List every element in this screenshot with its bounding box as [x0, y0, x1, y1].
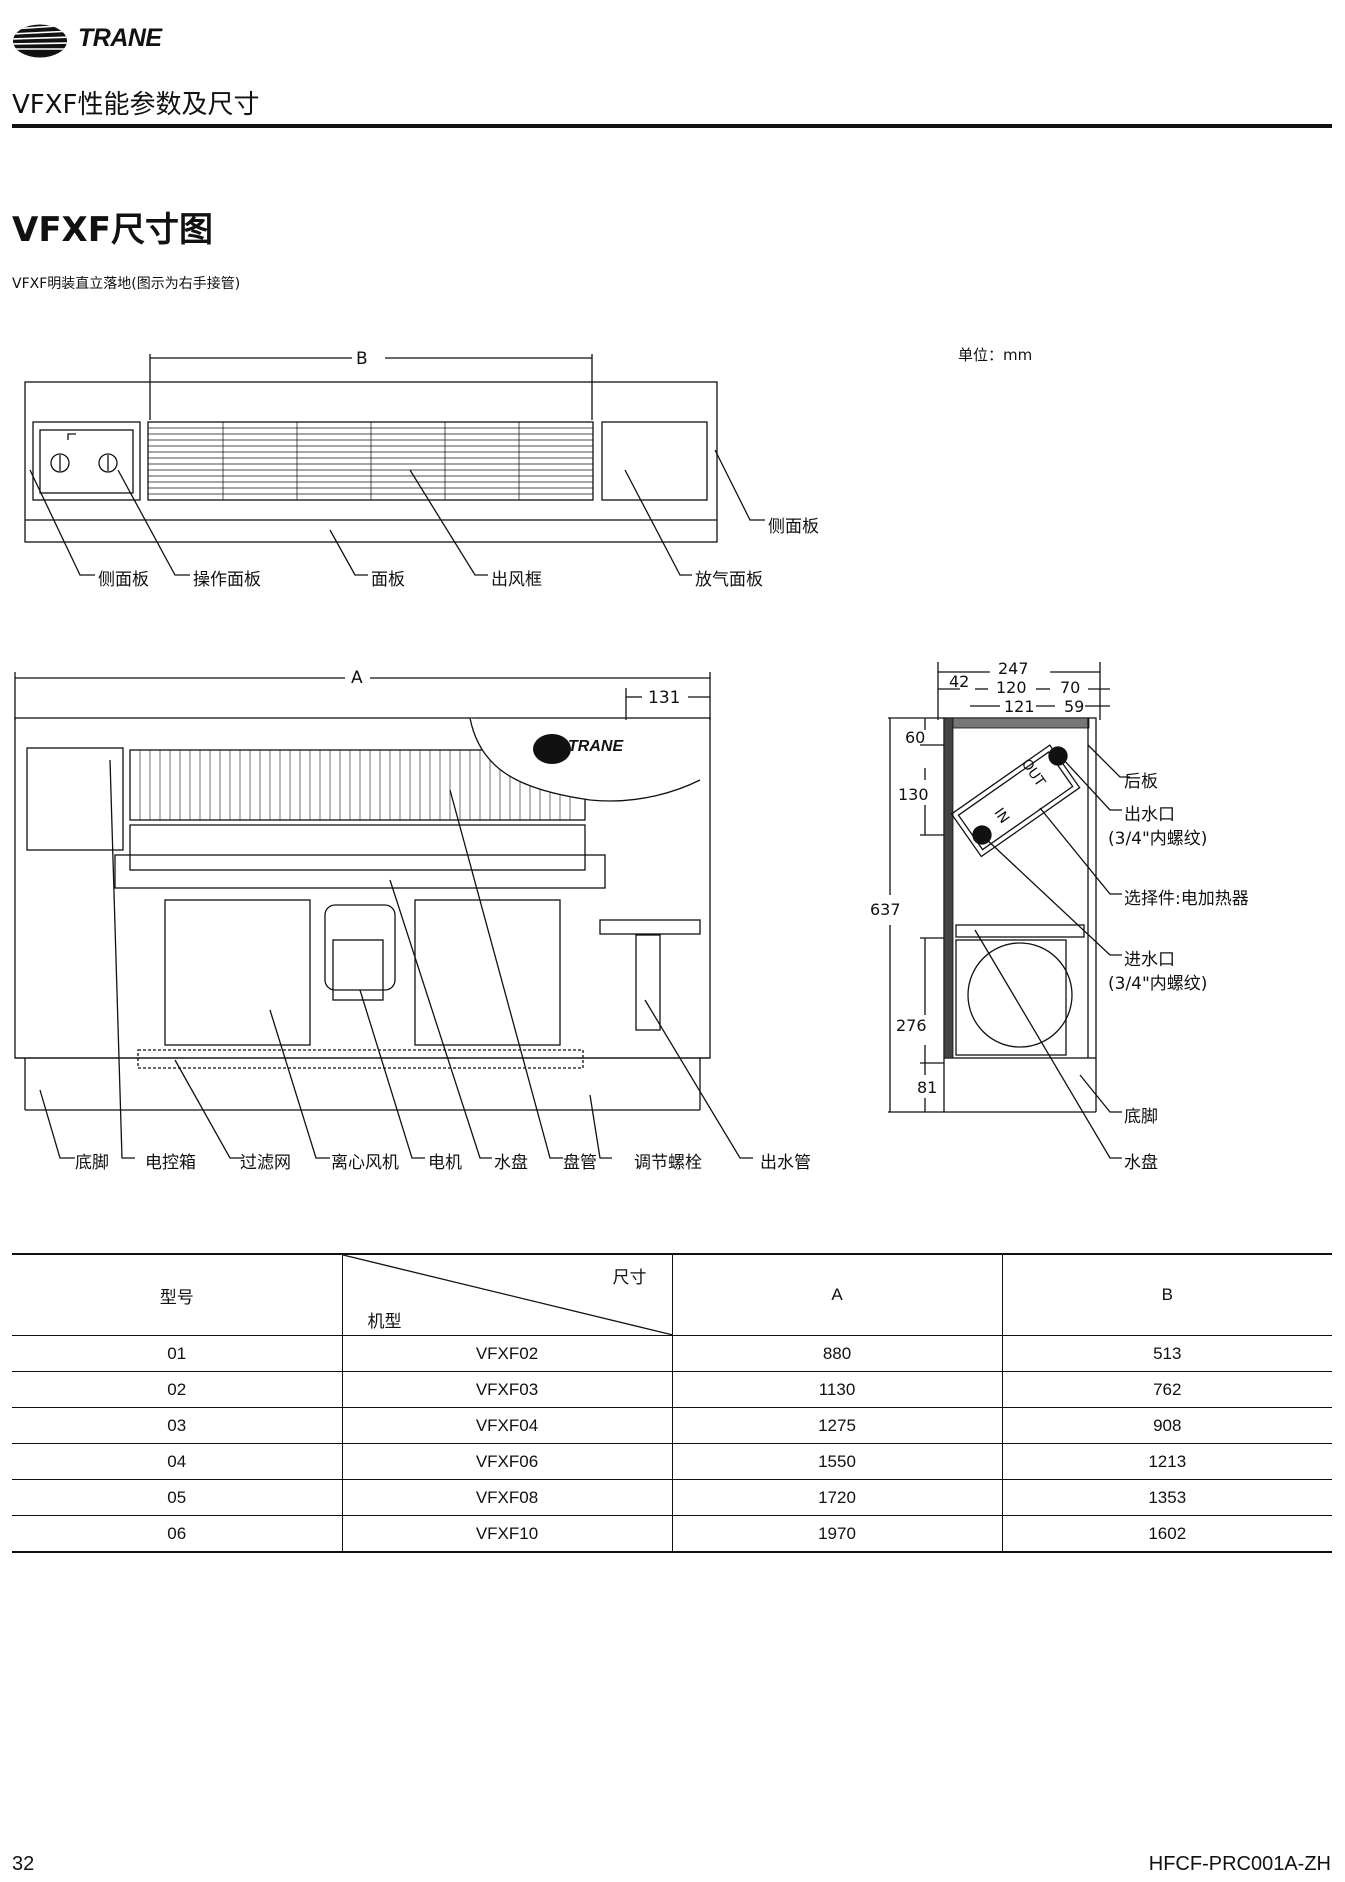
header-model: 机型	[367, 1312, 402, 1331]
cell-b: 1353	[1001, 1479, 1332, 1516]
section-title: VFXF尺寸图	[12, 210, 213, 250]
side-callout-outlet: 出水口	[1124, 805, 1175, 825]
cell-type: 01	[12, 1335, 342, 1372]
table-row: 02 VFXF03 1130 762	[12, 1371, 1332, 1408]
document-code: HFCF-PRC001A-ZH	[1148, 1853, 1331, 1875]
side-dim-276: 276	[896, 1016, 927, 1035]
cell-a: 1550	[671, 1443, 1002, 1480]
cell-a: 1720	[671, 1479, 1002, 1516]
front-callout-air-outlet-frame: 出风框	[491, 570, 542, 590]
interior-callout-drain-pan: 水盘	[494, 1153, 528, 1173]
interior-callout-motor: 电机	[428, 1153, 462, 1173]
side-view-drawing	[888, 662, 1130, 1159]
side-callout-inlet-spec: (3/4"内螺纹)	[1108, 974, 1208, 994]
front-callout-side-panel-right: 侧面板	[768, 517, 819, 537]
front-callout-operation-panel: 操作面板	[193, 570, 261, 590]
side-callout-heater: 选择件:电加热器	[1124, 889, 1249, 909]
table-row: 03 VFXF04 1275 908	[12, 1407, 1332, 1444]
interior-callout-foot: 底脚	[75, 1153, 109, 1173]
side-callout-back-panel: 后板	[1124, 772, 1158, 792]
table-header-row: 型号 尺寸 机型 A B	[12, 1253, 1332, 1336]
interior-callout-control-box: 电控箱	[145, 1153, 196, 1173]
unit-label: 单位：mm	[958, 346, 1033, 364]
dimension-table: 型号 尺寸 机型 A B 01 VFXF02 880 513 02 VFXF03…	[12, 1253, 1332, 1553]
cell-b: 762	[1001, 1371, 1332, 1408]
trane-logo-icon	[13, 24, 67, 58]
subtitle: VFXF明装直立落地(图示为右手接管)	[12, 276, 241, 292]
interior-brand-label: TRANE	[568, 738, 624, 755]
header-col-b: B	[1001, 1253, 1332, 1336]
side-dim-59: 59	[1064, 697, 1085, 716]
cell-b: 1602	[1001, 1515, 1332, 1553]
cell-model: VFXF06	[341, 1443, 672, 1480]
side-dim-120: 120	[996, 678, 1027, 697]
dimension-b-label: B	[356, 349, 368, 369]
cell-b: 513	[1001, 1335, 1332, 1372]
cell-a: 1970	[671, 1515, 1002, 1553]
interior-callout-centrifugal-fan: 离心风机	[331, 1153, 399, 1173]
cell-type: 04	[12, 1443, 342, 1480]
cell-a: 880	[671, 1335, 1002, 1372]
dimension-a-label: A	[351, 668, 363, 688]
side-dim-42: 42	[949, 672, 970, 691]
side-dim-247: 247	[998, 659, 1029, 678]
cell-b: 908	[1001, 1407, 1332, 1444]
header-divider	[12, 124, 1332, 128]
side-callout-inlet: 进水口	[1124, 950, 1175, 970]
side-callout-outlet-spec: (3/4"内螺纹)	[1108, 829, 1208, 849]
cell-model: VFXF02	[341, 1335, 672, 1372]
side-dim-60: 60	[905, 728, 926, 747]
cell-model: VFXF04	[341, 1407, 672, 1444]
cell-type: 02	[12, 1371, 342, 1408]
cell-a: 1130	[671, 1371, 1002, 1408]
page-number: 32	[12, 1853, 35, 1875]
table-row: 04 VFXF06 1550 1213	[12, 1443, 1332, 1480]
side-callout-drain-pan: 水盘	[1124, 1153, 1158, 1173]
dimension-131-label: 131	[648, 688, 681, 708]
diagonal-line	[342, 1255, 673, 1335]
cell-model: VFXF03	[341, 1371, 672, 1408]
dimension-drawings	[14, 354, 1130, 1159]
header-diagonal-cell: 尺寸 机型	[341, 1253, 673, 1336]
cell-model: VFXF08	[341, 1479, 672, 1516]
page-header-title: VFXF性能参数及尺寸	[12, 90, 260, 120]
cell-type: 05	[12, 1479, 342, 1516]
front-callout-side-panel: 侧面板	[98, 570, 149, 590]
interior-view-drawing	[14, 672, 753, 1159]
front-callout-panel: 面板	[371, 570, 405, 590]
cell-type: 03	[12, 1407, 342, 1444]
side-dim-81: 81	[917, 1078, 938, 1097]
table-row: 05 VFXF08 1720 1353	[12, 1479, 1332, 1516]
table-row: 01 VFXF02 880 513	[12, 1335, 1332, 1372]
interior-callout-outlet-pipe: 出水管	[760, 1153, 811, 1173]
side-callout-foot: 底脚	[1124, 1107, 1158, 1127]
side-dim-637: 637	[870, 900, 901, 919]
cell-model: VFXF10	[341, 1515, 672, 1553]
header-size: 尺寸	[612, 1268, 647, 1287]
interior-callout-adjusting-bolt: 调节螺栓	[634, 1153, 702, 1173]
cell-a: 1275	[671, 1407, 1002, 1444]
side-dim-130: 130	[898, 785, 929, 804]
side-dim-121: 121	[1004, 697, 1035, 716]
table-row: 06 VFXF10 1970 1602	[12, 1515, 1332, 1553]
cell-type: 06	[12, 1515, 342, 1553]
header-type: 型号	[12, 1253, 342, 1336]
header-col-a: A	[671, 1253, 1002, 1336]
side-dim-70: 70	[1060, 678, 1081, 697]
interior-callout-coil: 盘管	[563, 1153, 597, 1173]
trane-interior-logo-icon	[533, 734, 571, 764]
cell-b: 1213	[1001, 1443, 1332, 1480]
front-view-drawing	[24, 354, 765, 576]
interior-callout-filter: 过滤网	[240, 1153, 291, 1173]
brand-wordmark: TRANE	[78, 24, 162, 52]
front-callout-vent-panel: 放气面板	[695, 570, 763, 590]
